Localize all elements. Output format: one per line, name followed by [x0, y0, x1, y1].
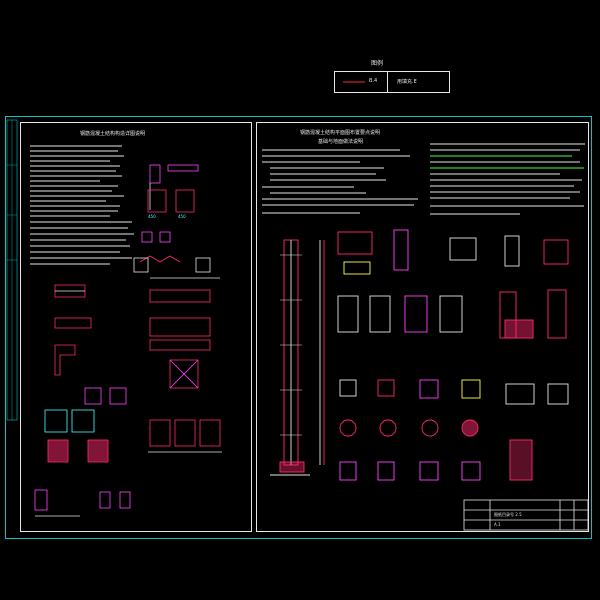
- drawing-frame: [5, 116, 592, 539]
- svg-text:450: 450: [148, 214, 156, 219]
- detail-row-1: [337, 229, 569, 275]
- left-detail-1: [147, 164, 199, 213]
- left-detail-5: [54, 344, 199, 405]
- right-sheet-subtitle: 基础与地面做法说明: [318, 139, 364, 145]
- svg-text:450: 450: [178, 214, 186, 219]
- left-detail-6: [44, 409, 222, 463]
- legend-col2: 用填充.E: [397, 79, 417, 85]
- legend-box: B.4 用填充.E: [334, 71, 450, 93]
- left-detail-7: [34, 489, 131, 517]
- title-block-row1: 图纸目录号 2.5: [494, 512, 522, 517]
- left-detail-1-text: 450 450: [148, 214, 186, 219]
- legend-red-line: [343, 81, 365, 83]
- right-notes-left: [262, 149, 418, 214]
- column-ticks: [280, 254, 302, 436]
- title-block: [463, 499, 589, 531]
- right-sheet-title: 钢筋混凝土结构平面图布置要点说明: [300, 130, 381, 136]
- left-sheet-title: 钢筋混凝土结构构造详图说明: [80, 131, 146, 137]
- detail-row-2: [337, 289, 567, 339]
- section-grid: [339, 379, 569, 481]
- legend-line-cell: B.4: [335, 72, 388, 92]
- right-sheet: [256, 122, 589, 532]
- left-detail-3: [133, 255, 220, 279]
- legend-fill-cell: 用填充.E: [387, 72, 449, 92]
- left-notes: [30, 145, 134, 265]
- right-notes-right: [430, 143, 585, 215]
- legend-title: 图例: [371, 60, 384, 67]
- title-block-row2: A.1: [494, 522, 501, 527]
- left-sheet: [20, 122, 252, 532]
- left-detail-2: [141, 231, 171, 243]
- legend-col1: B.4: [369, 78, 378, 84]
- column-elevation: [270, 239, 325, 476]
- left-detail-4: [54, 284, 211, 351]
